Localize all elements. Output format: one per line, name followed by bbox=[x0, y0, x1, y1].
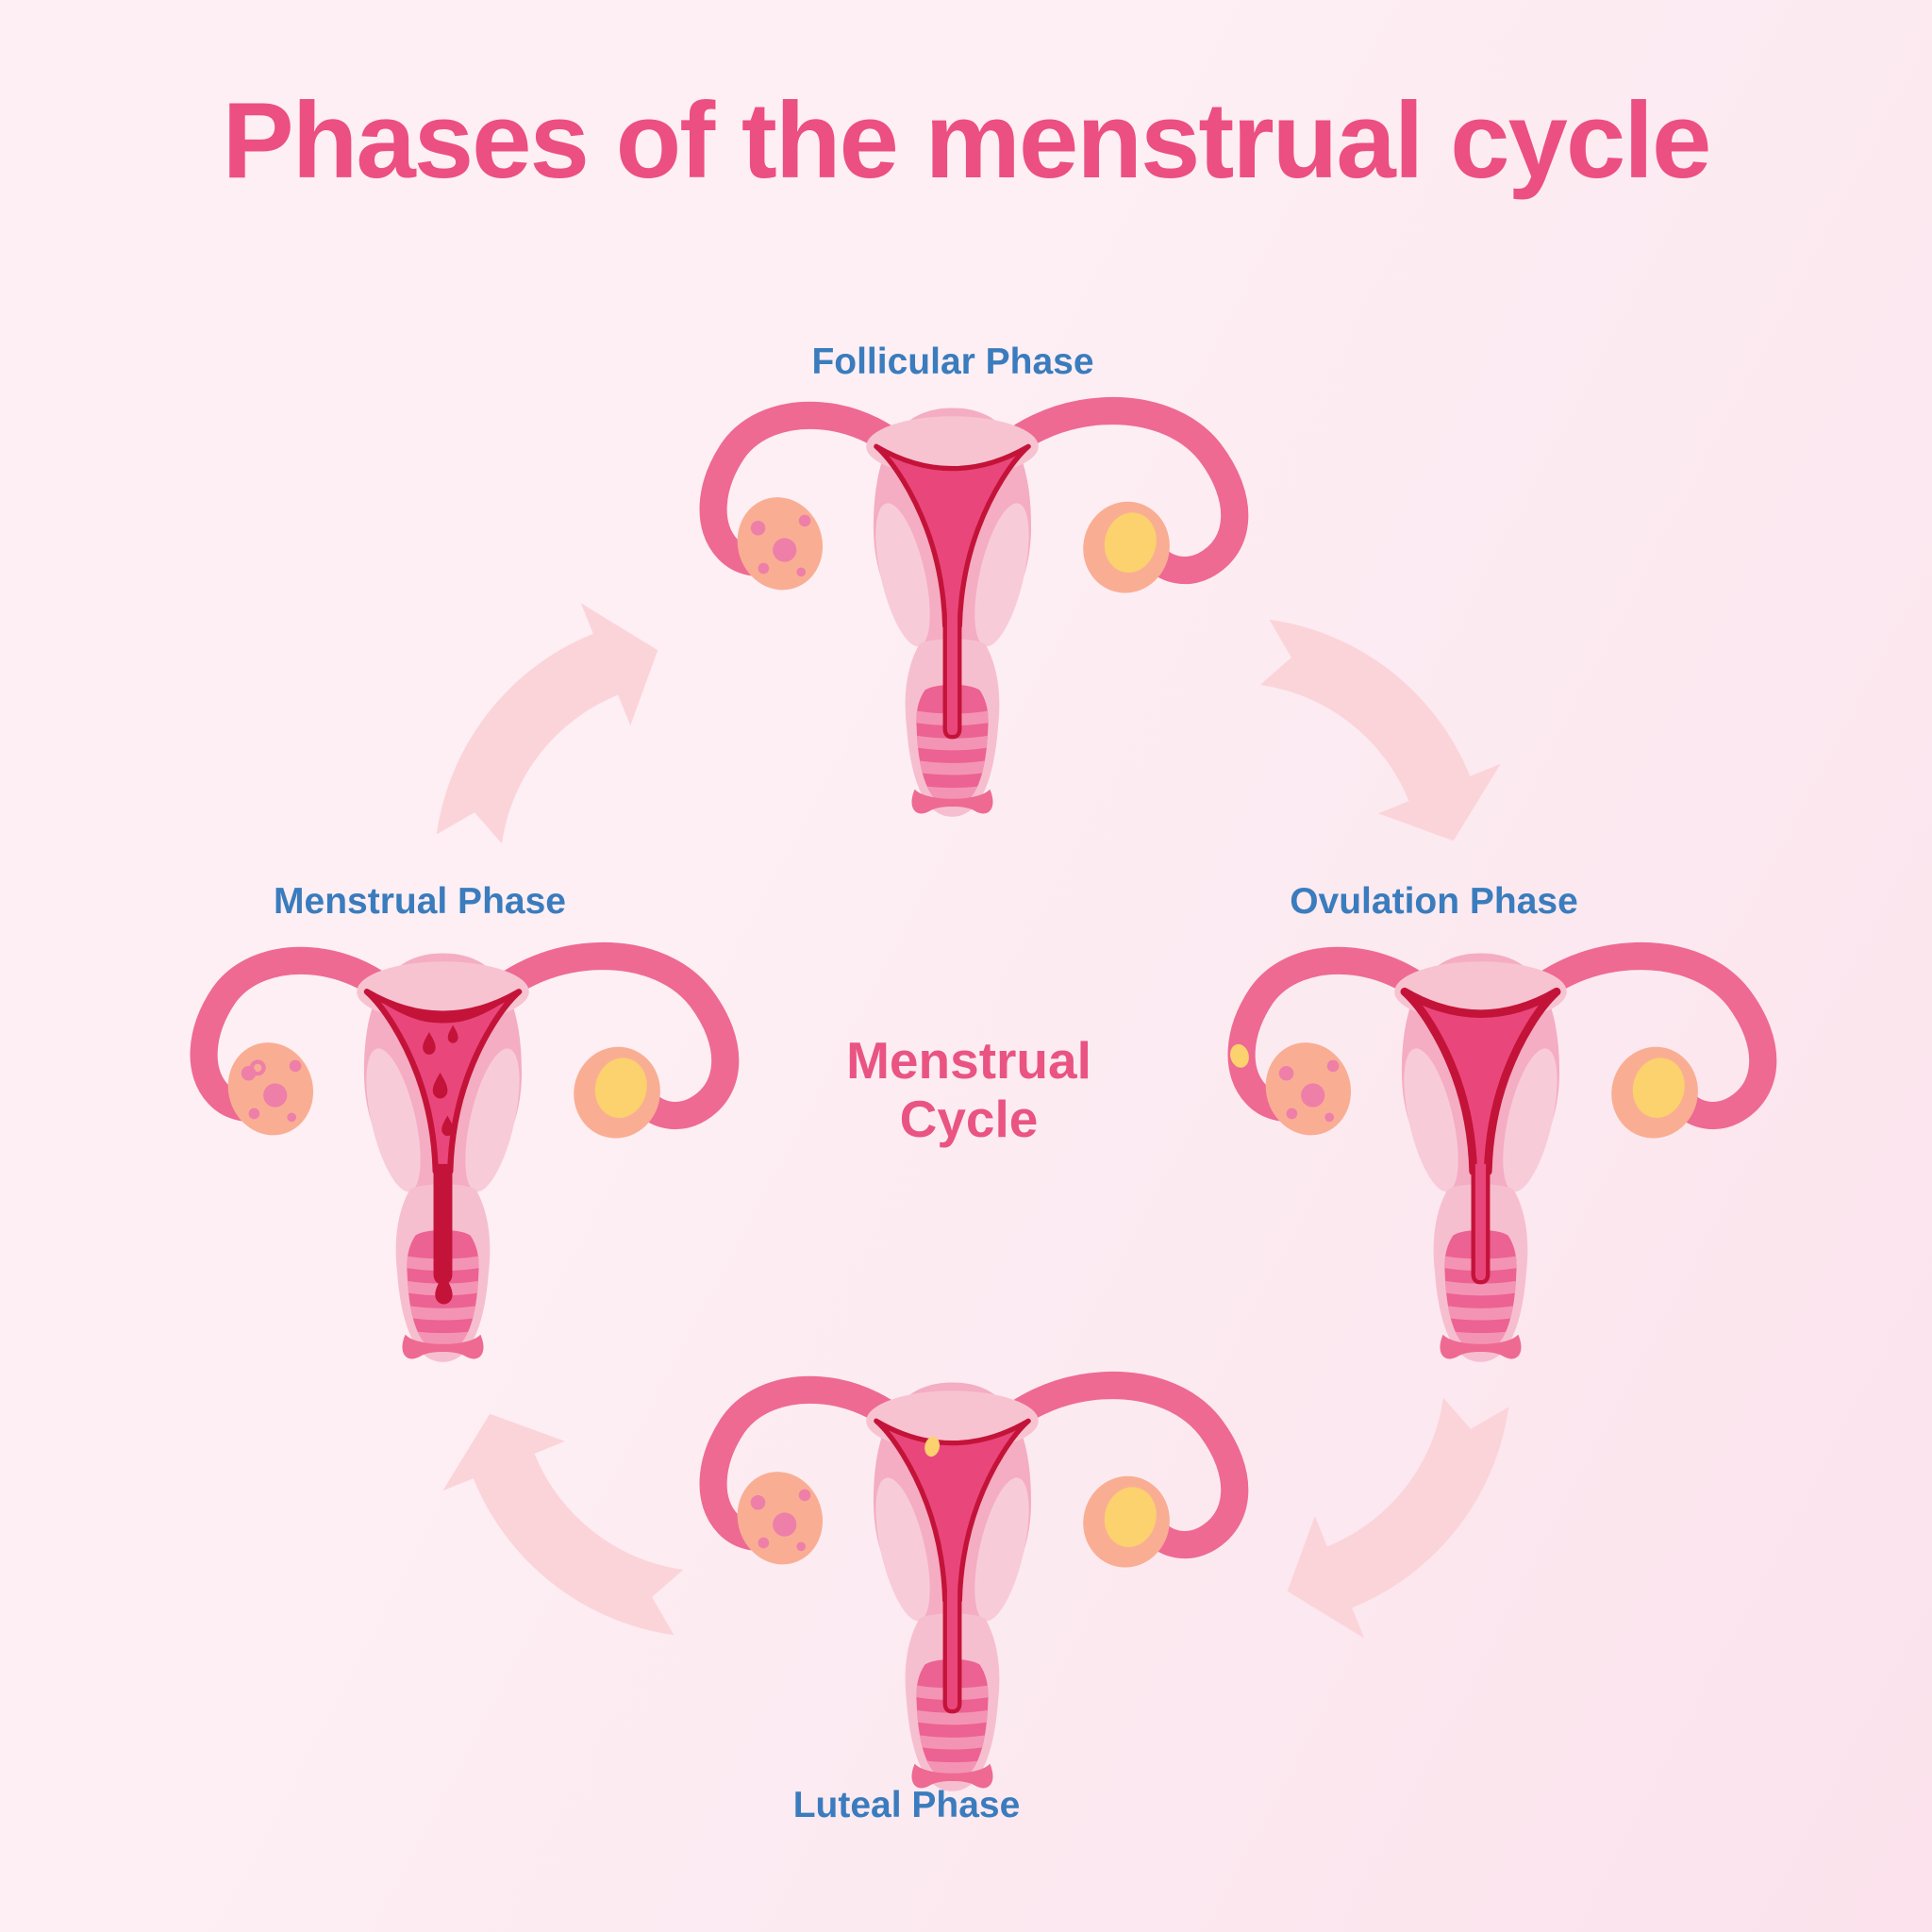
phase-label-follicular: Follicular Phase bbox=[811, 341, 1094, 382]
cycle-arrow-follicular-to-ovulation bbox=[1259, 619, 1501, 841]
center-label-line2: Cycle bbox=[899, 1089, 1039, 1148]
menstrual-blood bbox=[249, 993, 517, 1305]
center-label-line1: Menstrual bbox=[846, 1031, 1091, 1090]
page-title: Phases of the menstrual cycle bbox=[222, 81, 1712, 201]
phase-label-luteal: Luteal Phase bbox=[792, 1785, 1021, 1825]
uterus-illustration-ovulation bbox=[1175, 937, 1817, 1386]
uterus-illustration-menstrual bbox=[138, 937, 779, 1386]
phase-label-ovulation: Ovulation Phase bbox=[1290, 881, 1578, 922]
center-label: Menstrual Cycle bbox=[733, 1031, 1205, 1148]
uterus-illustration-follicular bbox=[647, 391, 1289, 841]
uterus-illustration-luteal bbox=[647, 1366, 1289, 1815]
phase-label-menstrual: Menstrual Phase bbox=[274, 881, 566, 922]
cycle-arrow-menstrual-to-follicular bbox=[436, 603, 658, 844]
egg-in-cavity bbox=[924, 1436, 941, 1457]
cycle-arrow-ovulation-to-luteal bbox=[1287, 1397, 1509, 1639]
cycle-arrow-luteal-to-menstrual bbox=[442, 1413, 684, 1636]
released-egg bbox=[1230, 1043, 1249, 1068]
